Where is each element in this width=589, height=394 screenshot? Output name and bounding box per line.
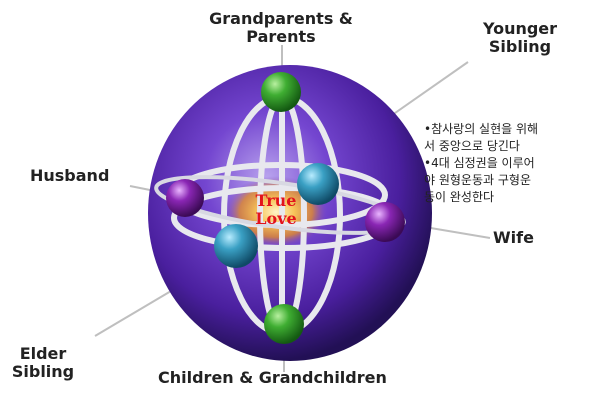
center-true-love: True Love [236,192,316,228]
node-top-green [261,72,301,112]
center-line-2: Love [236,210,316,228]
label-husband: Husband [30,167,109,185]
node-wife-purple [365,202,405,242]
korean-note: •참사랑의 실현을 위해 서 중앙으로 당긴다 •4대 심정권을 이루어 야 원… [424,121,584,206]
node-husband-purple [166,179,204,217]
label-younger-sibling: Younger Sibling [470,20,570,56]
label-elder-line-1: Elder [8,345,78,363]
note-line: 서 중앙으로 당긴다 [424,138,584,155]
label-younger-line-1: Younger [470,20,570,38]
label-younger-line-2: Sibling [470,38,570,56]
label-grandparents-parents: Grandparents & Parents [186,10,376,46]
note-line: 동이 완성한다 [424,189,584,206]
node-elder-cyan [214,224,258,268]
note-line: •4대 심정권을 이루어 [424,155,584,172]
node-bottom-green [264,304,304,344]
label-wife: Wife [493,229,534,247]
label-elder-sibling: Elder Sibling [8,345,78,381]
note-line: 야 원형운동과 구형운 [424,172,584,189]
label-elder-line-2: Sibling [8,363,78,381]
label-top-line-2: Parents [186,28,376,46]
center-line-1: True [236,192,316,210]
note-line: •참사랑의 실현을 위해 [424,121,584,138]
label-children-grandchildren: Children & Grandchildren [158,369,387,387]
label-top-line-1: Grandparents & [186,10,376,28]
